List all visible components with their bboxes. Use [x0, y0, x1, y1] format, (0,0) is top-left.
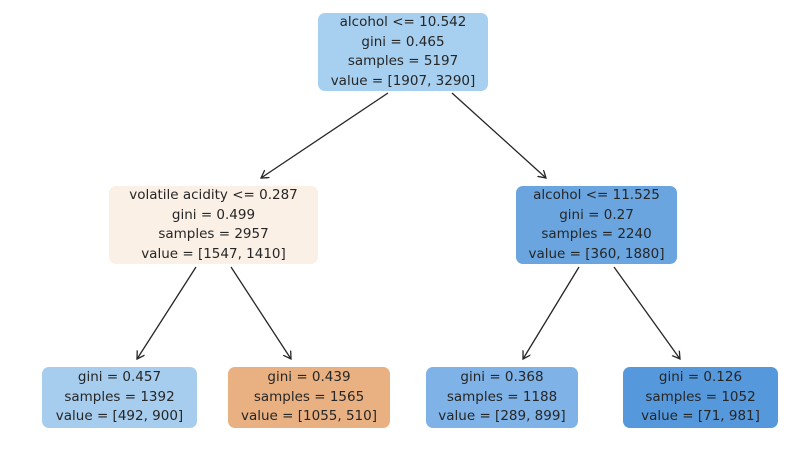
tree-node-left-child: volatile acidity <= 0.287 gini = 0.499 s… — [109, 186, 318, 264]
node-gini: gini = 0.368 — [460, 369, 544, 386]
node-value: value = [360, 1880] — [528, 245, 665, 262]
node-condition: volatile acidity <= 0.287 — [129, 187, 298, 203]
node-value: value = [1907, 3290] — [330, 72, 476, 89]
node-gini: gini = 0.465 — [361, 33, 445, 50]
edge-left-leaf1 — [137, 266, 197, 359]
tree-node-leaf-2: gini = 0.439 samples = 1565 value = [105… — [228, 367, 390, 428]
edge-left-leaf2 — [230, 266, 291, 359]
node-samples: samples = 2240 — [541, 226, 652, 242]
node-gini: gini = 0.499 — [171, 206, 256, 223]
tree-node-root: alcohol <= 10.542 gini = 0.465 samples =… — [318, 13, 488, 91]
node-value: value = [71, 981] — [641, 408, 760, 425]
node-gini: gini = 0.126 — [658, 369, 743, 386]
node-condition: alcohol <= 11.525 — [533, 187, 660, 203]
node-value: value = [1055, 510] — [240, 408, 377, 425]
node-samples: samples = 1188 — [446, 388, 558, 405]
node-samples: samples = 2957 — [158, 226, 269, 242]
node-gini: gini = 0.27 — [559, 206, 634, 223]
node-gini: gini = 0.457 — [77, 369, 162, 386]
node-condition: alcohol <= 10.542 — [339, 14, 467, 30]
node-value: value = [492, 900] — [55, 408, 184, 425]
node-samples: samples = 5197 — [347, 53, 459, 69]
edge-root-right — [451, 92, 546, 178]
node-samples: samples = 1052 — [645, 388, 756, 405]
tree-node-leaf-1: gini = 0.457 samples = 1392 value = [492… — [42, 367, 197, 428]
edge-right-leaf3 — [523, 266, 580, 359]
node-gini: gini = 0.439 — [267, 369, 351, 386]
node-samples: samples = 1565 — [253, 388, 365, 405]
edge-root-left — [261, 92, 389, 178]
node-value: value = [1547, 1410] — [141, 245, 286, 262]
tree-node-leaf-4: gini = 0.126 samples = 1052 value = [71,… — [623, 367, 778, 428]
node-samples: samples = 1392 — [64, 388, 175, 405]
tree-node-leaf-3: gini = 0.368 samples = 1188 value = [289… — [426, 367, 578, 428]
tree-node-right-child: alcohol <= 11.525 gini = 0.27 samples = … — [516, 186, 677, 264]
edge-right-leaf4 — [613, 266, 680, 359]
node-value: value = [289, 899] — [438, 408, 566, 425]
